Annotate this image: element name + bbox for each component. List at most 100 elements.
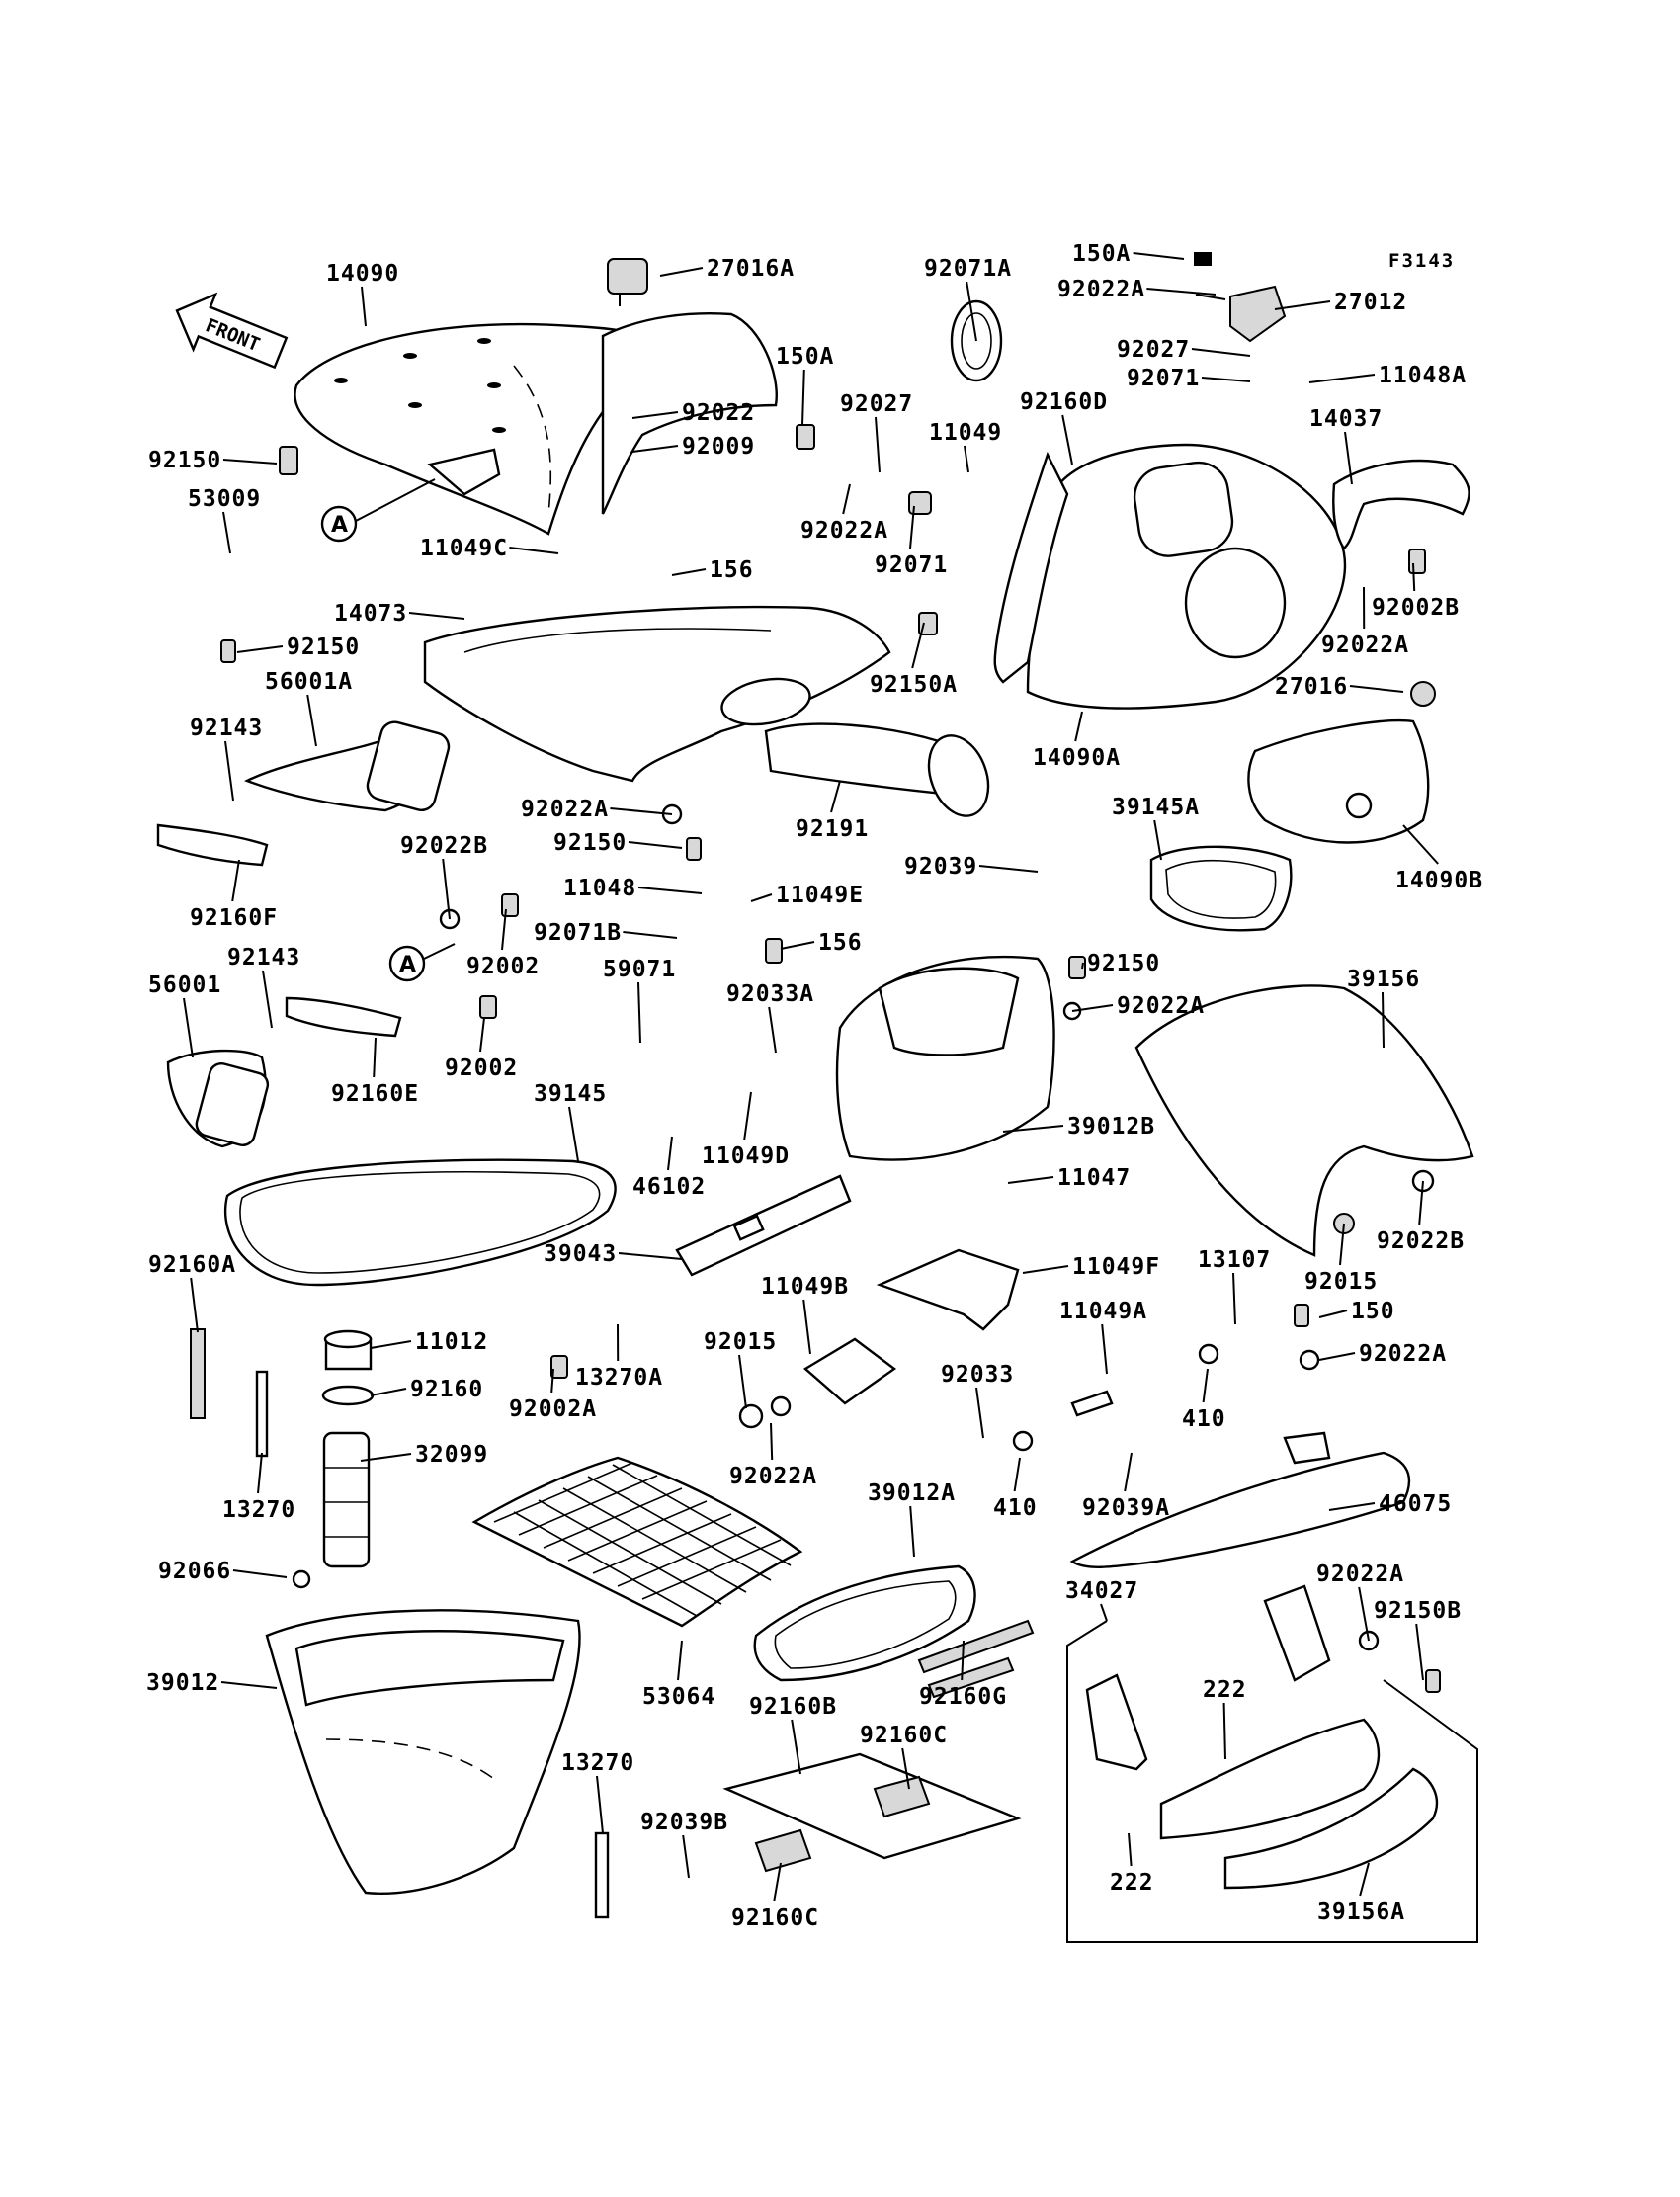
leader-p59071 xyxy=(637,981,641,1044)
part-label-p92027-1: 92027 xyxy=(1117,337,1190,363)
leader-p11049A xyxy=(1101,1323,1108,1375)
part-label-p92002-2: 92002 xyxy=(445,1056,518,1081)
part-label-p92150-2: 92150 xyxy=(287,634,360,660)
part-label-p11012: 11012 xyxy=(415,1329,488,1355)
leader-p92160F xyxy=(231,859,240,902)
part-label-p13107: 13107 xyxy=(1198,1247,1271,1273)
part-label-p92039A: 92039A xyxy=(1082,1495,1170,1521)
part-label-p14090: 14090 xyxy=(326,261,399,287)
part-label-p92150-1: 92150 xyxy=(148,448,221,473)
leader-p39156 xyxy=(1382,991,1385,1049)
leader-p11048A xyxy=(1308,374,1376,383)
leader-p222-1 xyxy=(1222,1702,1226,1760)
leader-p92002B xyxy=(1412,562,1416,592)
leader-p92071B xyxy=(623,931,678,939)
leader-p410-2 xyxy=(1013,1457,1021,1492)
leader-p92022A-6 xyxy=(1318,1352,1356,1361)
part-label-p92022A-7: 92022A xyxy=(729,1464,817,1489)
ref-marker-a-top: A xyxy=(320,478,436,543)
part-label-p92160A: 92160A xyxy=(148,1252,236,1278)
seat-cover-14090 xyxy=(294,322,654,536)
part-label-p92071A: 92071A xyxy=(924,256,1012,282)
part-label-p92015-1: 92015 xyxy=(1304,1269,1378,1295)
part-label-p410-1: 410 xyxy=(1182,1406,1226,1432)
leader-p46102 xyxy=(667,1136,673,1171)
part-label-p11049A: 11049A xyxy=(1059,1299,1147,1324)
part-label-p14090A: 14090A xyxy=(1033,745,1121,771)
leader-p92039A xyxy=(1124,1452,1133,1492)
leader-p92002-1 xyxy=(501,908,507,951)
leader-p27016 xyxy=(1349,685,1404,693)
cargo-net-53064 xyxy=(471,1456,803,1628)
leader-p92002-2 xyxy=(479,1017,485,1053)
part-label-p150A-2: 150A xyxy=(776,344,834,370)
part-label-p46075: 46075 xyxy=(1379,1491,1452,1517)
part-label-p92022A-6: 92022A xyxy=(1359,1341,1447,1367)
leader-p92071-1 xyxy=(1201,377,1251,382)
svg-text:A: A xyxy=(399,953,416,977)
leader-p14090B xyxy=(1402,824,1439,865)
part-label-p14037: 14037 xyxy=(1309,406,1383,432)
handle-46075 xyxy=(1069,1451,1411,1568)
leader-p156-2 xyxy=(780,941,815,950)
part-label-p92160D: 92160D xyxy=(1020,389,1108,415)
leader-p53009 xyxy=(222,511,231,554)
part-label-p92022B-1: 92022B xyxy=(400,833,488,859)
part-label-p92022A-3: 92022A xyxy=(1321,633,1409,658)
leader-p39043 xyxy=(618,1252,683,1260)
part-label-p150A-1: 150A xyxy=(1072,241,1131,267)
part-label-p27012: 27012 xyxy=(1334,290,1407,315)
leader-p14073 xyxy=(408,612,465,620)
leader-p92027-2 xyxy=(875,416,881,473)
seat-rear-14090 xyxy=(601,311,778,515)
leader-p92150-2 xyxy=(236,645,284,653)
part-label-p92002B: 92002B xyxy=(1372,595,1460,621)
part-label-p92160C-1: 92160C xyxy=(860,1723,948,1748)
leader-p150 xyxy=(1318,1310,1348,1318)
leader-p92160B xyxy=(791,1719,801,1775)
leader-p92022-1 xyxy=(631,411,679,419)
leader-p27016A xyxy=(659,267,704,277)
leader-p156-1 xyxy=(671,568,707,576)
part-label-p13270-2: 13270 xyxy=(561,1750,634,1776)
leader-p92009 xyxy=(631,445,679,453)
part-label-p92071-1: 92071 xyxy=(1127,366,1200,391)
part-label-p92022A-4: 92022A xyxy=(521,797,609,822)
leader-p56001 xyxy=(183,997,194,1058)
part-label-p27016A: 27016A xyxy=(707,256,795,282)
leader-p92022B-1 xyxy=(442,858,451,920)
part-label-p92033: 92033 xyxy=(941,1362,1014,1388)
part-label-p92071-2: 92071 xyxy=(875,552,948,578)
part-label-p92033A: 92033A xyxy=(726,981,814,1007)
tube-32099 xyxy=(322,1431,371,1568)
leader-p92160D xyxy=(1061,414,1073,465)
leader-p92071A xyxy=(966,281,977,342)
part-label-p92022A-8: 92022A xyxy=(1316,1562,1404,1587)
leader-p11049F xyxy=(1022,1265,1069,1274)
part-label-p92022A-1: 92022A xyxy=(1057,277,1145,302)
leader-p14090 xyxy=(361,286,367,327)
leader-p13270-2 xyxy=(596,1775,604,1834)
part-label-p59071: 59071 xyxy=(603,957,676,982)
part-label-p92160G: 92160G xyxy=(919,1684,1007,1710)
part-label-p46102: 46102 xyxy=(632,1174,706,1200)
part-label-p11049: 11049 xyxy=(929,420,1002,446)
part-label-p39145: 39145 xyxy=(534,1081,607,1107)
part-label-p11049D: 11049D xyxy=(702,1143,790,1169)
leader-p14090A xyxy=(1074,711,1083,742)
leader-p39145 xyxy=(568,1106,579,1162)
leader-p13270-1 xyxy=(257,1452,263,1494)
part-label-p222-1: 222 xyxy=(1203,1677,1247,1703)
part-label-p39012A: 39012A xyxy=(868,1480,956,1506)
leader-p92022A-2 xyxy=(842,483,851,515)
frame-14073 xyxy=(423,605,891,783)
part-label-p92022A-5: 92022A xyxy=(1117,993,1205,1019)
part-label-p92150A: 92150A xyxy=(870,672,958,698)
part-label-p92015-2: 92015 xyxy=(704,1329,777,1355)
part-label-p92150-3: 92150 xyxy=(553,830,627,856)
leader-p32099 xyxy=(360,1453,412,1462)
front-arrow-icon: FRONT xyxy=(175,292,289,370)
leader-p92160A xyxy=(190,1277,199,1333)
part-label-p27016: 27016 xyxy=(1275,674,1348,700)
